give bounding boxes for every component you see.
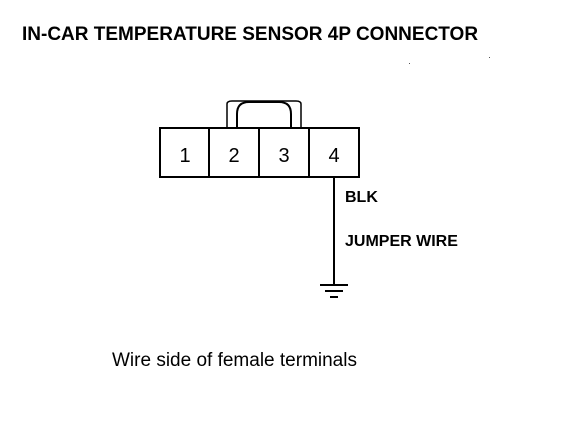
wire-type-label: JUMPER WIRE [345,233,458,250]
wire-color-label: BLK [345,189,378,206]
scan-speck [409,63,410,64]
ground-icon [320,284,348,298]
diagram-title: IN-CAR TEMPERATURE SENSOR 4P CONNECTOR [22,24,479,45]
diagram-caption: Wire side of female terminals [112,350,357,371]
connector-lock-tab [236,101,292,128]
pin-label-1: 1 [179,145,190,167]
scan-speck [489,57,490,58]
pin-label-3: 3 [278,145,289,167]
lock-tab-outline [226,100,302,105]
pin-label-4: 4 [328,145,339,167]
pin-label-2: 2 [228,145,239,167]
